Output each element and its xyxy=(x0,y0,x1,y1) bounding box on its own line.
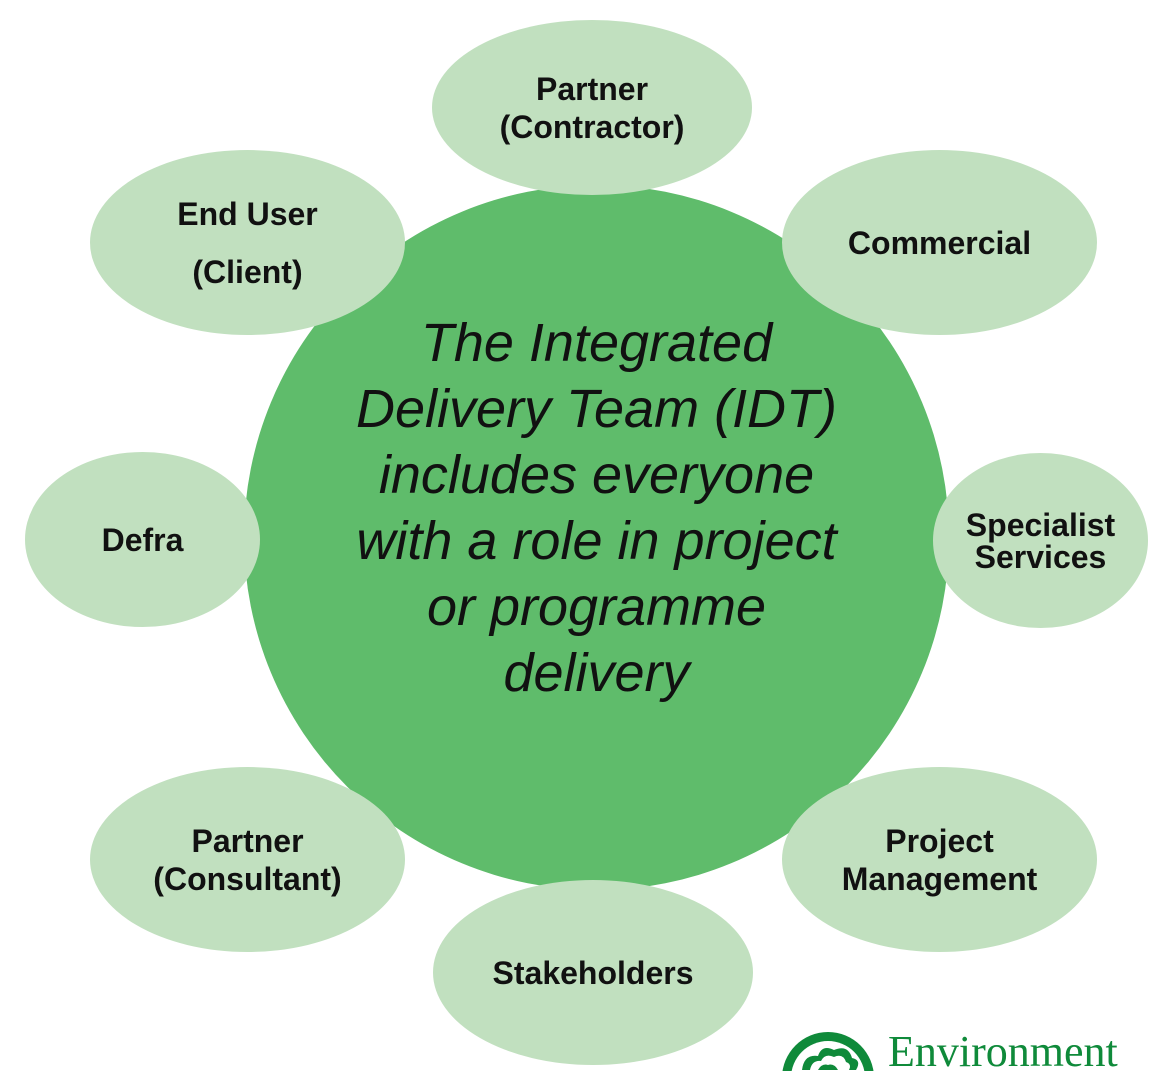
node-stakeholders: Stakeholders xyxy=(433,880,753,1065)
node-label: Project Management xyxy=(841,822,1038,897)
node-label: End User (Client) xyxy=(177,195,318,290)
node-label: Stakeholders xyxy=(492,954,694,991)
environment-agency-logo-icon xyxy=(782,1032,874,1071)
node-defra: Defra xyxy=(25,452,260,627)
central-text: The Integrated Delivery Team (IDT) inclu… xyxy=(355,313,838,703)
environment-agency-logo: Environment xyxy=(778,1030,1156,1071)
node-label: Partner (Consultant) xyxy=(153,822,342,897)
node-project-management: Project Management xyxy=(782,767,1097,952)
node-commercial: Commercial xyxy=(782,150,1097,335)
node-label: Partner (Contractor) xyxy=(499,70,685,145)
node-end-user-client: End User (Client) xyxy=(90,150,405,335)
logo-text: Environment xyxy=(888,1030,1118,1071)
node-label: Specialist Services xyxy=(965,506,1116,575)
node-partner-contractor: Partner (Contractor) xyxy=(432,20,752,195)
node-label: Defra xyxy=(101,521,184,558)
node-label: Commercial xyxy=(847,224,1032,261)
node-specialist-services: Specialist Services xyxy=(933,453,1148,628)
node-partner-consultant: Partner (Consultant) xyxy=(90,767,405,952)
